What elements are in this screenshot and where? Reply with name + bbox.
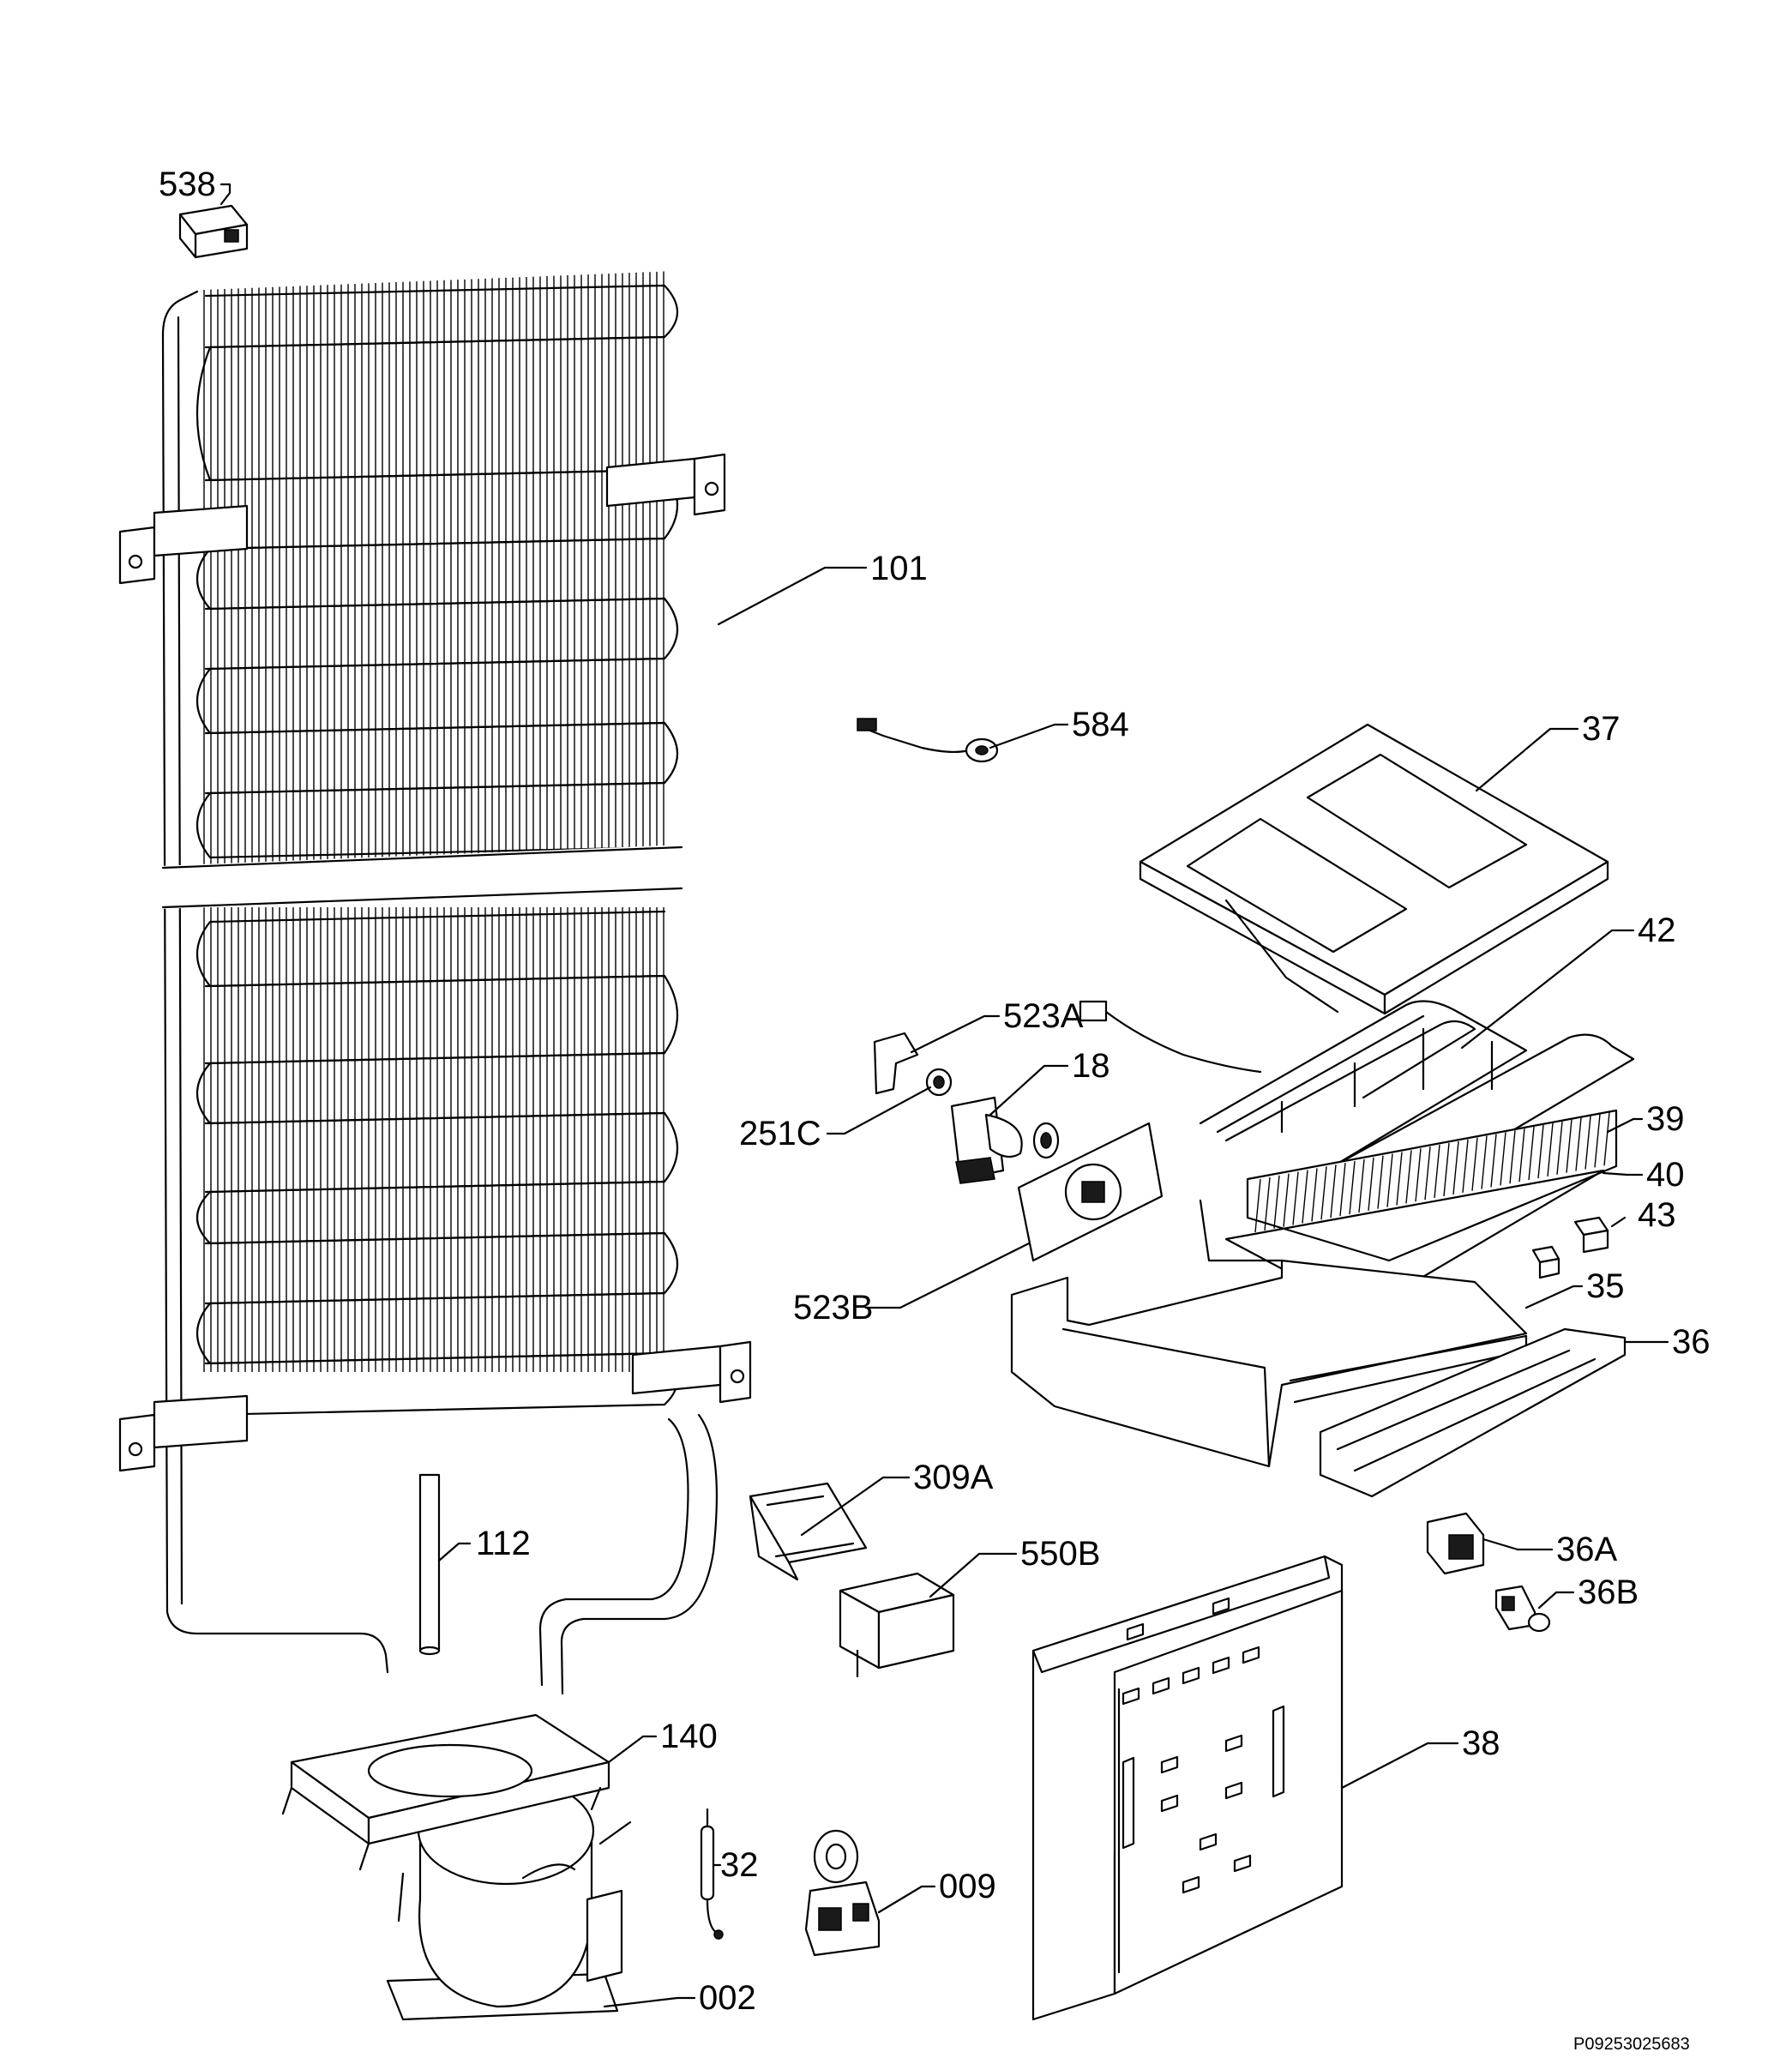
callout-35: 35 [1586,1267,1625,1305]
callout-40: 40 [1646,1156,1685,1194]
condenser-part-101 [118,271,752,1695]
grommet-part-251C [925,1068,953,1097]
callout-38: 38 [1462,1724,1500,1762]
bracket-lower-right [631,1340,752,1404]
callout-523a: 523A [1003,997,1084,1035]
callout-550b: 550B [1020,1535,1100,1573]
bracket-lower-left [118,1394,249,1472]
callout-42: 42 [1638,912,1676,949]
callout-36: 36 [1672,1323,1711,1361]
defrost-heater-part-42 [1079,1000,1635,1185]
callout-18: 18 [1072,1047,1110,1085]
lamp-holder-part-36B [1494,1585,1551,1633]
bracket-part-309A [749,1482,868,1581]
drain-tube-part-112 [418,1473,441,1656]
callout-538: 538 [159,165,216,203]
drip-channel-part-36 [1319,1327,1627,1498]
callout-32: 32 [720,1846,759,1884]
switch-part-36A [1426,1512,1485,1575]
callout-36b: 36B [1578,1574,1639,1611]
callout-101: 101 [870,550,928,587]
callout-002: 002 [699,1979,756,2017]
bracket-upper-right [605,453,726,516]
thermal-protector-part-32 [700,1808,724,1940]
callout-43: 43 [1638,1196,1676,1234]
clips-part-43 [1531,1216,1609,1279]
evaporator-part-39 [1246,1109,1618,1262]
callout-labels: 538 101 584 37 42 523A 18 251C 39 40 43 … [159,165,1711,2054]
callout-523b: 523B [793,1289,873,1327]
callout-251c: 251C [739,1115,821,1152]
callout-112: 112 [476,1525,531,1562]
sensor-part-584 [857,718,999,763]
connector-part-538 [178,204,249,259]
evaporator-cover-part-37 [1139,723,1609,1015]
drawing-code: P09253025683 [1573,2035,1690,2054]
evaporator-tray-part-35 [1010,1199,1528,1468]
capacitor-part-550B [839,1572,955,1678]
callout-37: 37 [1582,710,1621,748]
callout-140: 140 [660,1718,718,1755]
callout-36a: 36A [1556,1531,1617,1568]
compressor-tray-part-140 [281,1713,610,1871]
callout-309a: 309A [913,1459,994,1496]
evaporator-panel-part-38 [1031,1555,1344,2021]
callout-584: 584 [1072,706,1129,743]
fan-motor-part-18 [950,1096,1060,1184]
bracket-upper-left [118,504,249,585]
motor-bracket-part-523A [873,1032,919,1095]
callout-009: 009 [939,1868,996,1905]
fan-cover-part-523B [1017,1122,1164,1262]
callout-39: 39 [1646,1100,1685,1138]
leader-lines [219,183,1669,2008]
starter-relay-part-009 [804,1829,881,1957]
